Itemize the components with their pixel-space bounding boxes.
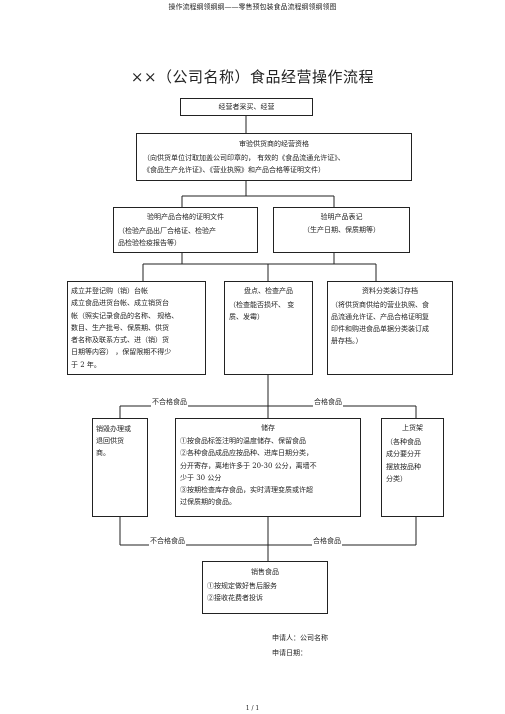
flow-box-sales: 销售食品 ①按规定做好售后服务 ②接收花费者投诉	[202, 561, 328, 614]
sales-title: 销售食品	[251, 568, 279, 576]
applicant-line: 申请人：公司名称	[272, 634, 328, 642]
flow-box-product-label: 验明产品表记 （生产日期、保质期等）	[273, 207, 410, 253]
destroy-body: 销毁办理或 退回供货 商。	[96, 425, 131, 457]
shelf-title: 上货架	[402, 424, 423, 432]
page-header: 操作流程纲领纲纲——零售预包装食品流程纲领纲领图	[168, 3, 337, 11]
product-label-body: （生产日期、保质期等）	[303, 226, 380, 234]
flow-box-verify-supplier: 审验供货商的经营资格 （向供货单位讨取加盖公司印章的， 有效的《食品流通允许证》…	[136, 133, 412, 181]
purchase-label: 经营者采买、经营	[218, 103, 275, 111]
product-label-title: 验明产品表记	[320, 213, 363, 221]
inspect-body: （检查能否损坏、 变 质、发霉）	[229, 301, 295, 321]
flow-box-inspect: 盘点、检查产品 （检查能否损坏、 变 质、发霉）	[224, 281, 313, 375]
verify-title: 审验供货商的经营资格	[239, 140, 309, 148]
page-number: 1 / 1	[245, 705, 260, 712]
storage-body: ①按食品标签注明的温度储存、保留食品 ②各种食品成品应按品种、进库日期分类， 分…	[180, 437, 317, 507]
ledger-body: 成立并登记购（销）台帐 成立食品进货台帐、成立销货台 帐（照实记录食品的名称、 …	[71, 287, 179, 369]
certificate-title: 验明产品合格的证明文件	[147, 213, 224, 221]
flow-box-certificate: 验明产品合格的证明文件 （检验产品出厂合格证、检验产 品检验检疫报告等）	[113, 207, 258, 253]
storage-title: 储存	[261, 424, 275, 432]
inspect-title: 盘点、检查产品	[244, 287, 293, 295]
flow-box-shelf: 上货架 （各种食品 成分要分开 摆放按品种 分类）	[381, 418, 444, 517]
document-title: ××（公司名称）食品经营操作流程	[130, 68, 375, 86]
edge-label-unqualified-bottom: 不合格食品	[149, 536, 186, 546]
edge-label-qualified-bottom: 合格食品	[312, 536, 342, 546]
verify-body: （向供货单位讨取加盖公司印章的， 有效的《食品流通允许证》、 《食品生产允许证》…	[143, 154, 345, 174]
flow-box-destroy-return: 销毁办理或 退回供货 商。	[92, 418, 148, 517]
edge-label-unqualified: 不合格食品	[151, 397, 188, 407]
flow-box-purchase: 经营者采买、经营	[180, 98, 313, 116]
archive-body: （将供货商供给的营业执照、食 品流通允许证、产品合格证明复 印件和购进食品单据分…	[331, 301, 429, 345]
flow-box-archive: 资料分类装订存档 （将供货商供给的营业执照、食 品流通允许证、产品合格证明复 印…	[327, 281, 453, 375]
sales-body: ①按规定做好售后服务 ②接收花费者投诉	[207, 582, 277, 602]
application-date-line: 申请日期：	[272, 649, 307, 657]
archive-title: 资料分类装订存档	[362, 287, 418, 295]
edge-label-qualified: 合格食品	[313, 397, 343, 407]
flow-box-storage: 储存 ①按食品标签注明的温度储存、保留食品 ②各种食品成品应按品种、进库日期分类…	[175, 418, 361, 517]
shelf-body: （各种食品 成分要分开 摆放按品种 分类）	[386, 438, 421, 483]
flow-box-ledger: 成立并登记购（销）台帐 成立食品进货台帐、成立销货台 帐（照实记录食品的名称、 …	[67, 281, 206, 375]
certificate-body: （检验产品出厂合格证、检验产 品检验检疫报告等）	[118, 227, 216, 247]
